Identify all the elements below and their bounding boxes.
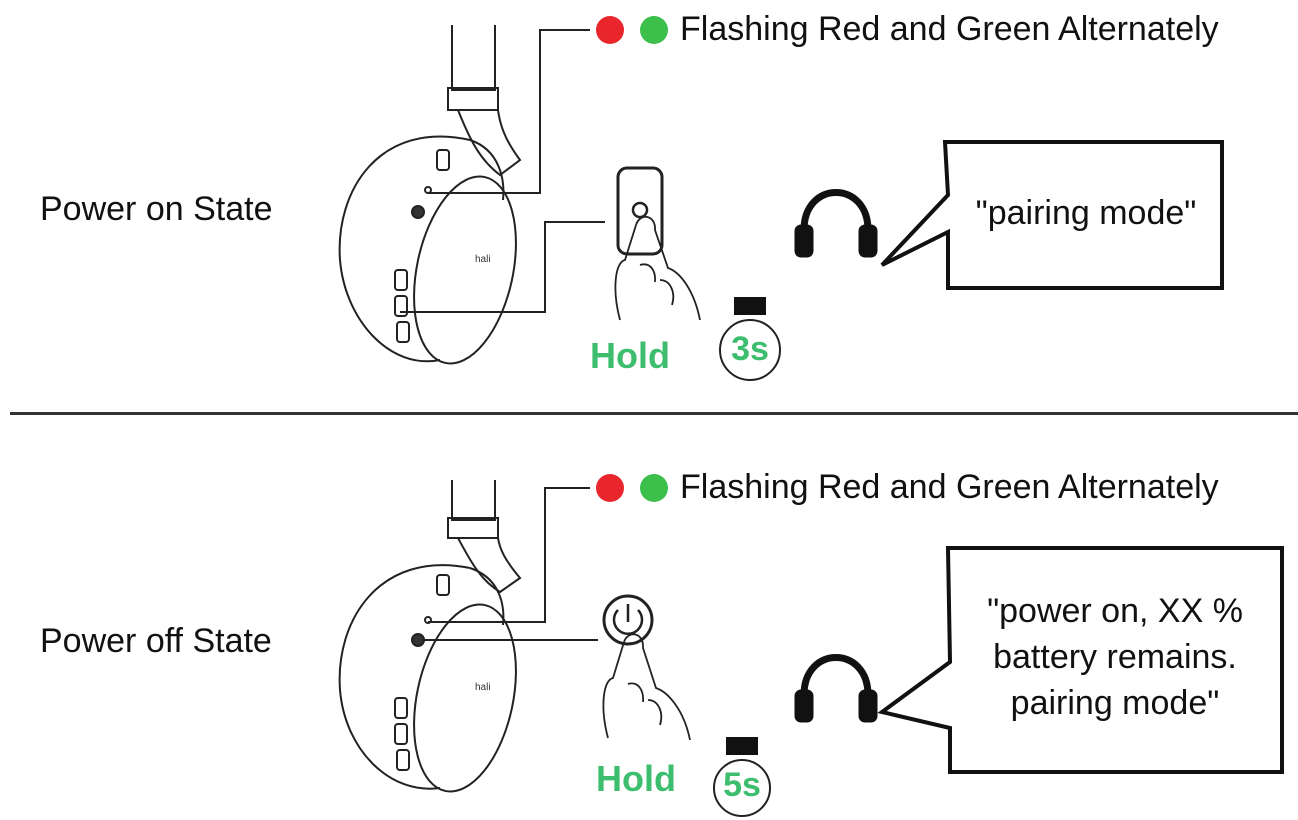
button-leader-line — [400, 221, 605, 313]
red-led-icon — [596, 16, 624, 44]
voice-prompt-text: "power on, XX % battery remains. pairing… — [952, 588, 1278, 726]
state-label: Power off State — [40, 622, 272, 660]
headphone-icon — [794, 189, 878, 258]
voice-prompt-line: "power on, XX % — [987, 592, 1243, 630]
finger-icon — [614, 216, 701, 321]
power-off-panel: hali — [0, 410, 1298, 820]
hold-label: Hold — [596, 758, 676, 799]
speech-bubble-shape — [880, 140, 1224, 290]
led-leader-line — [428, 29, 590, 194]
power-on-panel: hali — [40, 10, 1224, 381]
led-status-text: Flashing Red and Green Alternately — [680, 468, 1219, 506]
headband-icon — [447, 25, 522, 177]
stopwatch-icon — [713, 737, 771, 817]
hold-label: Hold — [590, 335, 670, 376]
button-closeup-icon — [616, 166, 664, 256]
led-status-text: Flashing Red and Green Alternately — [680, 10, 1219, 48]
timer-label: 3s — [731, 330, 769, 368]
speech-bubble-shape — [877, 546, 1284, 774]
divider — [10, 412, 1298, 415]
headphone-icon — [794, 654, 878, 723]
svg-text:hali: hali — [475, 254, 491, 265]
headphone-earcup-icon: hali — [338, 564, 517, 793]
svg-text:hali: hali — [475, 682, 491, 693]
green-led-icon — [640, 474, 668, 502]
led-leader-line — [428, 487, 590, 623]
headband-icon — [447, 480, 522, 594]
green-led-icon — [640, 16, 668, 44]
voice-prompt-line: battery remains. — [993, 638, 1237, 676]
red-led-icon — [596, 474, 624, 502]
power-button-icon — [602, 594, 654, 646]
finger-icon — [602, 633, 691, 741]
power-on-illustration: hali — [338, 25, 1224, 381]
timer-label: 5s — [723, 766, 761, 804]
voice-prompt-line: pairing mode" — [1010, 684, 1220, 722]
power-off-illustration: hali — [338, 480, 1284, 817]
voice-prompt-text: "pairing mode" — [975, 194, 1197, 232]
stopwatch-icon — [719, 297, 781, 381]
state-label: Power on State — [40, 190, 273, 228]
